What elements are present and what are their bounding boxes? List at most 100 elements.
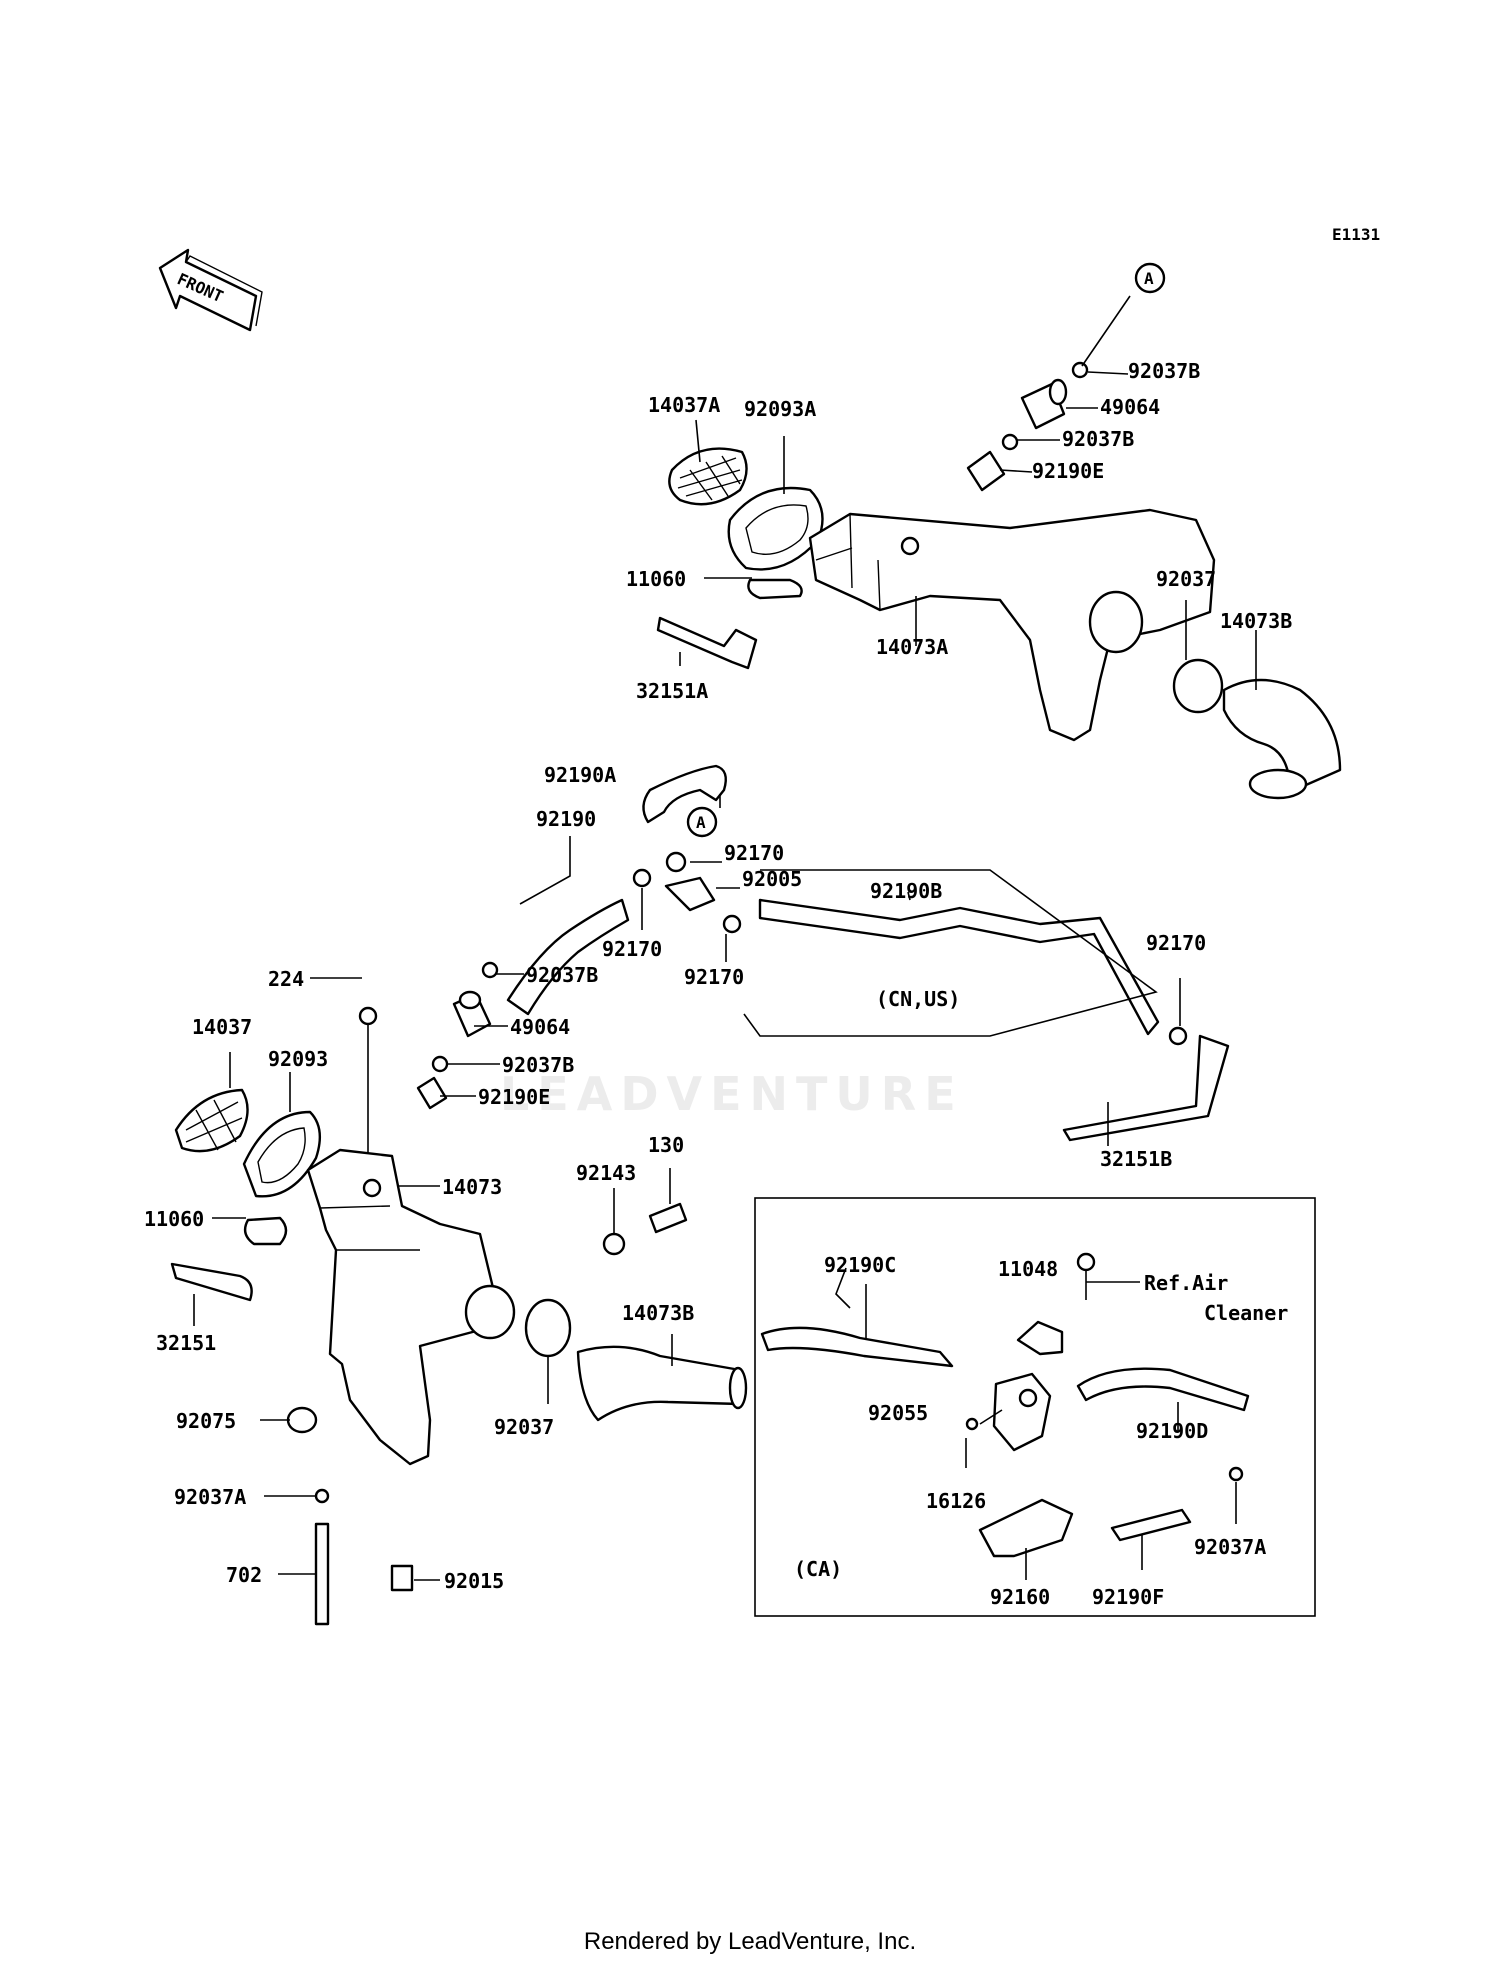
pipe-32151a — [656, 616, 758, 670]
ca-box — [754, 1197, 1316, 1617]
cn-us-callout-box — [743, 869, 1158, 1037]
label-92143: 92143 — [576, 1161, 636, 1185]
collar-92143 — [602, 1232, 626, 1256]
clamp-92037b-mid — [1001, 433, 1019, 451]
label-92190c: 92190C — [824, 1253, 896, 1277]
valve-49064-top — [1020, 378, 1068, 430]
label-92160: 92160 — [990, 1585, 1050, 1609]
airbox-14073a — [808, 508, 1216, 742]
hose-92190d — [1076, 1367, 1250, 1412]
hose-92190e-lower — [416, 1076, 448, 1110]
label-702: 702 — [226, 1563, 262, 1587]
label-92037a-2: 92037A — [1194, 1535, 1266, 1559]
duct-14073b-lower — [576, 1345, 748, 1422]
front-arrow-icon: FRONT — [158, 248, 263, 332]
label-49064-2: 49064 — [510, 1015, 570, 1039]
label-14073b-1: 14073B — [1220, 609, 1292, 633]
airbox-14073 — [306, 1148, 516, 1466]
bolt-11048 — [1076, 1252, 1096, 1300]
clamp-92170-d — [1168, 1026, 1188, 1046]
label-92190e-1: 92190E — [1032, 459, 1104, 483]
label-92037a-1: 92037A — [174, 1485, 246, 1509]
label-92170-2: 92170 — [602, 937, 662, 961]
joint-92005 — [664, 876, 716, 912]
label-14073a: 14073A — [876, 635, 948, 659]
clamp-92037-lower — [524, 1298, 572, 1358]
hose-92190b — [758, 898, 1160, 1036]
label-11060-1: 11060 — [626, 567, 686, 591]
bracket-11060-lower — [243, 1216, 288, 1246]
label-92037b-3: 92037B — [526, 963, 598, 987]
clamp-92170-a — [665, 851, 687, 873]
clamp-92037-top — [1172, 658, 1224, 714]
clamp-92037b-top — [1071, 361, 1089, 379]
label-92190b: 92190B — [870, 879, 942, 903]
ref-marker-a-top: A — [1134, 262, 1166, 294]
hose-92190a — [642, 764, 727, 824]
label-92170-1: 92170 — [724, 841, 784, 865]
ca-leader-a — [835, 1267, 851, 1309]
hose-92190e-top — [966, 450, 1006, 492]
ref-marker-a-mid: A — [686, 806, 718, 838]
label-92190f: 92190F — [1092, 1585, 1164, 1609]
label-92190e-2: 92190E — [478, 1085, 550, 1109]
bolt-130 — [648, 1202, 688, 1234]
hose-92190f — [1110, 1508, 1192, 1542]
label-14073: 14073 — [442, 1175, 502, 1199]
label-92093: 92093 — [268, 1047, 328, 1071]
label-92190a: 92190A — [544, 763, 616, 787]
label-92037-1: 92037 — [1156, 567, 1216, 591]
footer-credit: Rendered by LeadVenture, Inc. — [583, 1928, 917, 1955]
label-cn-us: (CN,US) — [876, 987, 960, 1011]
label-92190d: 92190D — [1136, 1419, 1208, 1443]
label-92170-4: 92170 — [1146, 931, 1206, 955]
hose-92190 — [506, 898, 630, 1016]
label-224: 224 — [268, 967, 304, 991]
label-92015: 92015 — [444, 1569, 504, 1593]
clip-92037a-left — [314, 1488, 330, 1504]
label-130: 130 — [648, 1133, 684, 1157]
label-49064-1: 49064 — [1100, 395, 1160, 419]
oring-92055 — [965, 1417, 979, 1431]
label-ref-air: Ref.Air — [1144, 1271, 1228, 1295]
label-32151b: 32151B — [1100, 1147, 1172, 1171]
duct-14073b-top — [1222, 678, 1342, 800]
label-ca: (CA) — [794, 1557, 842, 1581]
label-14037a: 14037A — [648, 393, 720, 417]
pipe-32151 — [170, 1262, 253, 1302]
label-92190: 92190 — [536, 807, 596, 831]
clip-92037a-right — [1228, 1466, 1244, 1482]
label-92037b-2: 92037B — [1062, 427, 1134, 451]
screen-14037a — [668, 447, 748, 506]
clamp-92170-c — [722, 914, 742, 934]
label-32151: 32151 — [156, 1331, 216, 1355]
label-92037b-4: 92037B — [502, 1053, 574, 1077]
clamp-92037b-bottom — [431, 1055, 449, 1073]
label-92055: 92055 — [868, 1401, 928, 1425]
valve-16126 — [992, 1372, 1052, 1452]
label-11048: 11048 — [998, 1257, 1058, 1281]
screen-14037 — [174, 1088, 249, 1153]
watermark: LEADVENTURE — [500, 1067, 964, 1121]
label-14037: 14037 — [192, 1015, 252, 1039]
valve-49064-lower — [452, 990, 492, 1038]
label-32151a: 32151A — [636, 679, 708, 703]
label-92037-2: 92037 — [494, 1415, 554, 1439]
bracket-11048 — [1016, 1320, 1064, 1356]
clip-92015 — [390, 1564, 414, 1592]
clamp-92037b-lower — [481, 961, 499, 979]
label-16126: 16126 — [926, 1489, 986, 1513]
label-92170-3: 92170 — [684, 965, 744, 989]
bracket-92160 — [978, 1498, 1074, 1558]
label-92093a: 92093A — [744, 397, 816, 421]
pipe-32151b — [1062, 1034, 1230, 1142]
tube-702 — [314, 1522, 330, 1626]
label-14073b-2: 14073B — [622, 1301, 694, 1325]
label-92005: 92005 — [742, 867, 802, 891]
leader-lines — [193, 295, 1257, 1581]
label-11060-2: 11060 — [144, 1207, 204, 1231]
label-92075: 92075 — [176, 1409, 236, 1433]
bracket-11060-top — [747, 578, 803, 600]
filter-92093a — [727, 486, 824, 571]
